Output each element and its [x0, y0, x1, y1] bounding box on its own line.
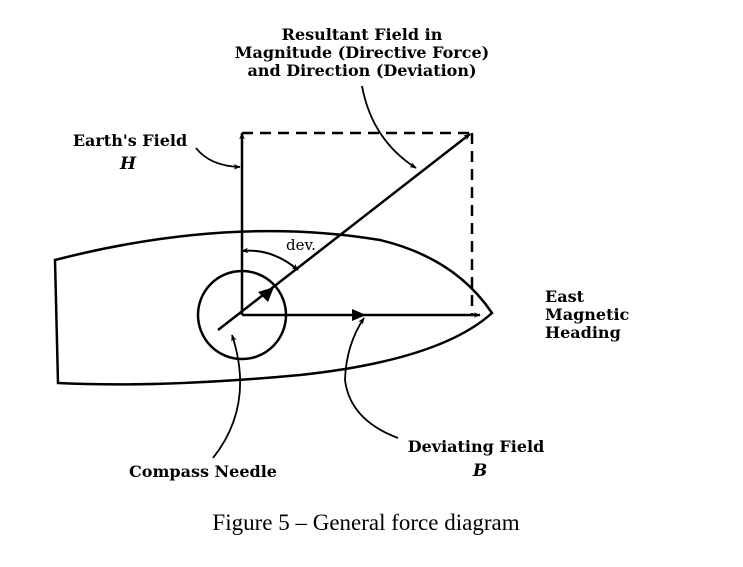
earth-field-symbol: H	[119, 154, 137, 174]
compass-label: Compass Needle	[129, 462, 277, 481]
deviating-field-pointer	[344, 317, 399, 439]
figure-caption: Figure 5 – General force diagram	[212, 510, 519, 535]
deviating-field-label: Deviating Field	[408, 437, 545, 456]
resultant-label-line-3: and Direction (Deviation)	[247, 61, 476, 80]
deviation-arc	[241, 247, 299, 271]
resultant-mid-arrow	[258, 287, 274, 302]
heading-label-line-3: Heading	[545, 323, 621, 342]
earth-field-label: Earth's Field	[73, 131, 187, 150]
heading-label-line-2: Magnetic	[545, 305, 630, 324]
resultant-pointer	[361, 85, 417, 169]
ship-hull	[53, 229, 494, 386]
deviating-field-mid-arrow	[352, 309, 366, 321]
resultant-label-line-1: Resultant Field in	[282, 25, 443, 44]
earth-field-pointer	[195, 147, 241, 170]
compass-pointer	[212, 334, 242, 459]
resultant-label-line-2: Magnitude (Directive Force)	[235, 43, 489, 62]
deviating-field-symbol: B	[472, 461, 487, 481]
deviation-label: dev.	[286, 236, 316, 254]
resultant-vector	[217, 133, 471, 331]
heading-label-line-1: East	[545, 287, 585, 306]
